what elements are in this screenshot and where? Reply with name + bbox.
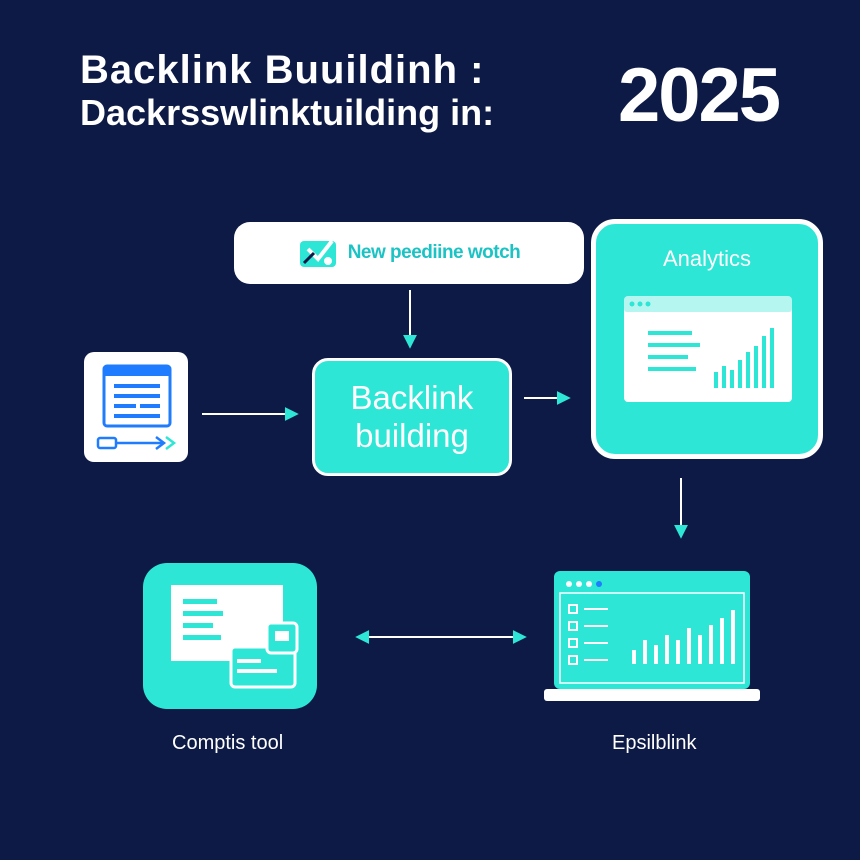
comp-tool-node <box>143 563 317 709</box>
document-icon <box>96 364 177 450</box>
title-line-1: Backlink Buuildinh : <box>80 48 485 92</box>
document-node <box>84 352 188 462</box>
pipeline-watch-node: New peediine wotch <box>234 222 584 284</box>
center-label-line-2: building <box>355 417 469 454</box>
analytics-chart-icon <box>624 296 792 402</box>
title-year: 2025 <box>618 53 781 138</box>
comp-tool-label: Comptis tool <box>172 732 284 754</box>
monitor-tool-icon <box>171 585 299 689</box>
epsilblink-label: Epsilblink <box>612 732 697 754</box>
broken-link-icon <box>299 239 336 267</box>
pipeline-watch-label: New peediine wotch <box>347 242 521 263</box>
center-label-line-1: Backlink <box>350 379 474 416</box>
backlink-building-node: Backlink building <box>312 358 512 476</box>
analytics-label: Analytics <box>662 246 752 271</box>
title-line-2: Dackrsswlinktuilding in: <box>80 92 495 133</box>
laptop-icon <box>544 571 760 701</box>
analytics-node: Analytics <box>591 219 823 459</box>
